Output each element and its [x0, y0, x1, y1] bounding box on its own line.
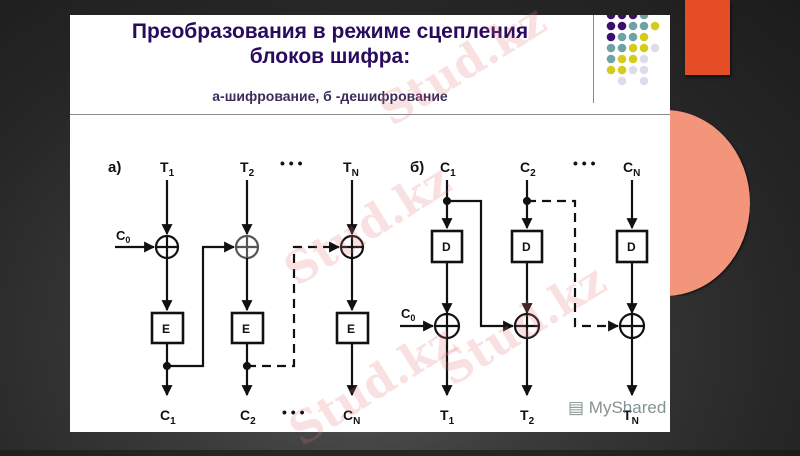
output-c1: C1: [160, 407, 176, 427]
block-e1: E: [162, 322, 170, 336]
ellipsis-top-b: • • •: [573, 155, 596, 171]
decryption-labels: б) C1 C2 • • • CN C0 D D D T1 T2 TN: [401, 155, 640, 427]
dot-grid-decoration: [606, 15, 660, 86]
encryption-diagram: [115, 180, 370, 397]
encryption-labels: а) T1 T2 • • • TN C0 E E E C1 C2 • • • C…: [108, 155, 360, 427]
ellipsis-bottom-a: • • •: [282, 404, 305, 420]
orange-accent-bar: [685, 0, 730, 75]
output-c2: C2: [240, 407, 256, 427]
iv-c0-a: C0: [116, 228, 130, 245]
output-t1: T1: [440, 407, 455, 427]
myshared-text: MyShared: [588, 398, 667, 417]
presentation-icon: ▤: [568, 398, 585, 417]
label-b: б): [410, 159, 424, 176]
input-cn: CN: [623, 159, 640, 179]
horizontal-divider: [70, 114, 670, 115]
block-en: E: [347, 322, 355, 336]
ellipsis-top-a: • • •: [280, 155, 303, 171]
title-line-2: блоков шифра:: [249, 45, 411, 68]
myshared-logo: ▤ MyShared: [568, 398, 666, 418]
slide-panel: Преобразования в режиме сцепления блоков…: [70, 15, 670, 432]
decryption-diagram: [400, 180, 649, 397]
input-c1: C1: [440, 159, 456, 179]
label-a: а): [108, 159, 121, 176]
slide-title: Преобразования в режиме сцепления блоков…: [70, 19, 590, 69]
iv-c0-b: C0: [401, 306, 415, 323]
block-d2: D: [522, 240, 531, 254]
title-line-1: Преобразования в режиме сцепления: [131, 20, 529, 43]
input-t2: T2: [240, 159, 255, 179]
vertical-divider: [593, 15, 594, 103]
input-t1: T1: [160, 159, 175, 179]
slide-subtitle: а-шифрование, б -дешифрование: [212, 88, 448, 104]
input-tn: TN: [343, 159, 359, 179]
output-cn: CN: [343, 407, 360, 427]
input-c2: C2: [520, 159, 536, 179]
block-dn: D: [627, 240, 636, 254]
block-e2: E: [242, 322, 250, 336]
output-t2: T2: [520, 407, 535, 427]
block-d1: D: [442, 240, 451, 254]
